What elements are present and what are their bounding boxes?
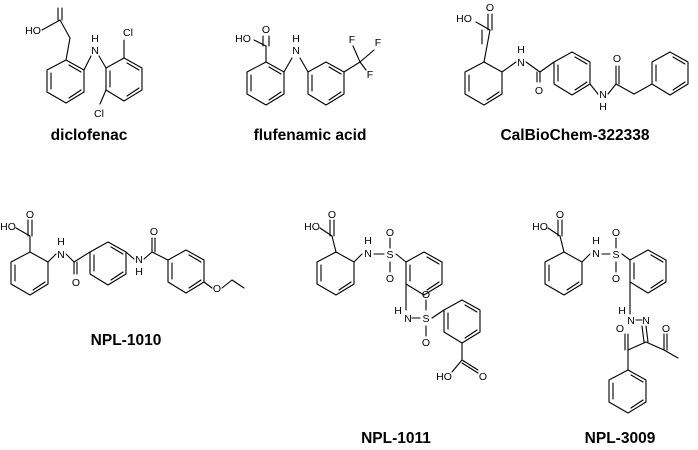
fluorine-label-1: F xyxy=(349,34,355,46)
npl-1011-structure: O HO H N S O O H N S O O O HO xyxy=(302,209,512,420)
hydroxyl-label: HO xyxy=(235,33,251,45)
npl-1010-structure: O HO H N O N H O O xyxy=(0,209,250,314)
compound-name-npl-1011: NPL-1011 xyxy=(361,430,431,447)
compound-name-calbiochem-322338: CalBioChem-322338 xyxy=(500,127,650,144)
sulfur-label: S xyxy=(612,249,619,261)
hydrogen-label: H xyxy=(292,33,300,45)
ether-oxygen-label: O xyxy=(213,283,221,295)
hydrogen-label-1: H xyxy=(592,235,600,247)
fluorine-label-3: F xyxy=(367,69,373,81)
ketone-oxygen-label: O xyxy=(613,53,621,65)
nitrogen-label-2: N xyxy=(135,254,143,266)
hydrogen-label-2: H xyxy=(394,305,402,317)
compound-name-npl-3009: NPL-3009 xyxy=(584,430,656,447)
hydrogen-label-1: H xyxy=(364,235,372,247)
npl-3009-structure: O HO H N S O O H N N O O xyxy=(530,209,698,420)
hydroxyl-label: HO xyxy=(0,221,16,233)
nitrogen-label-1: N xyxy=(592,248,600,260)
carbonyl-oxygen-label: O xyxy=(486,2,494,14)
fluorine-label-2: F xyxy=(375,37,381,49)
amide-oxygen-label: O xyxy=(535,85,543,97)
sulfonyl-oxygen-label-3: O xyxy=(422,289,430,301)
nitrogen-label-3: N xyxy=(642,315,650,327)
chlorine-label-bottom: Cl xyxy=(94,108,104,120)
hydroxyl-label-2: HO xyxy=(436,371,452,383)
sulfonyl-oxygen-label-2: O xyxy=(386,273,394,285)
amide-oxygen-label-1: O xyxy=(72,277,80,289)
calbiochem-322338-structure: O HO H N O O N H xyxy=(440,0,698,120)
compound-name-npl-1010: NPL-1010 xyxy=(90,332,162,349)
hydroxyl-label: HO xyxy=(532,221,548,233)
hydrogen-label-2: H xyxy=(135,266,143,278)
nitrogen-label-2: N xyxy=(599,89,607,101)
hydroxyl-label: HO xyxy=(304,221,320,233)
hydrogen-label-2: H xyxy=(599,101,607,113)
nitrogen-label: N xyxy=(292,45,300,57)
carbonyl-oxygen-label: O xyxy=(26,209,34,221)
sulfur-label-2: S xyxy=(422,313,429,325)
hydrogen-label-1: H xyxy=(517,44,525,56)
chlorine-label-top: Cl xyxy=(123,27,133,39)
sulfonyl-oxygen-label-2: O xyxy=(612,273,620,285)
carbonyl-oxygen-label: O xyxy=(328,209,336,221)
compound-name-flufenamic-acid: flufenamic acid xyxy=(253,127,367,144)
hydrogen-label-2: H xyxy=(618,305,626,317)
carbonyl-oxygen-label: O xyxy=(262,24,270,36)
hydroxyl-label: HO xyxy=(456,13,472,25)
amide-oxygen-label-2: O xyxy=(150,226,158,238)
sulfonyl-oxygen-label-1: O xyxy=(386,227,394,239)
carbonyl-oxygen-label: O xyxy=(556,209,564,221)
compound-name-diclofenac: diclofenac xyxy=(50,127,128,144)
ketone-oxygen-label-1: O xyxy=(616,323,624,335)
nitrogen-label-1: N xyxy=(57,249,65,261)
nitrogen-label: N xyxy=(91,45,99,57)
nitrogen-label-1: N xyxy=(364,248,372,260)
carbonyl-oxygen-label-2: O xyxy=(479,371,487,383)
diclofenac-structure: HO HO H N Cl Cl xyxy=(0,0,200,120)
sulfur-label-1: S xyxy=(386,249,393,261)
nitrogen-label-2: N xyxy=(627,315,635,327)
hydroxyl-label: HO xyxy=(25,25,41,37)
nitrogen-label-2: N xyxy=(404,313,412,325)
ketone-oxygen-label-2: O xyxy=(662,323,670,335)
flufenamic-acid-structure: O HO H N F F F xyxy=(228,0,408,120)
sulfonyl-oxygen-label-1: O xyxy=(612,227,620,239)
nitrogen-label-1: N xyxy=(517,57,525,69)
hydrogen-label-1: H xyxy=(57,236,65,248)
sulfonyl-oxygen-label-4: O xyxy=(422,337,430,349)
hydrogen-label: H xyxy=(91,33,99,45)
